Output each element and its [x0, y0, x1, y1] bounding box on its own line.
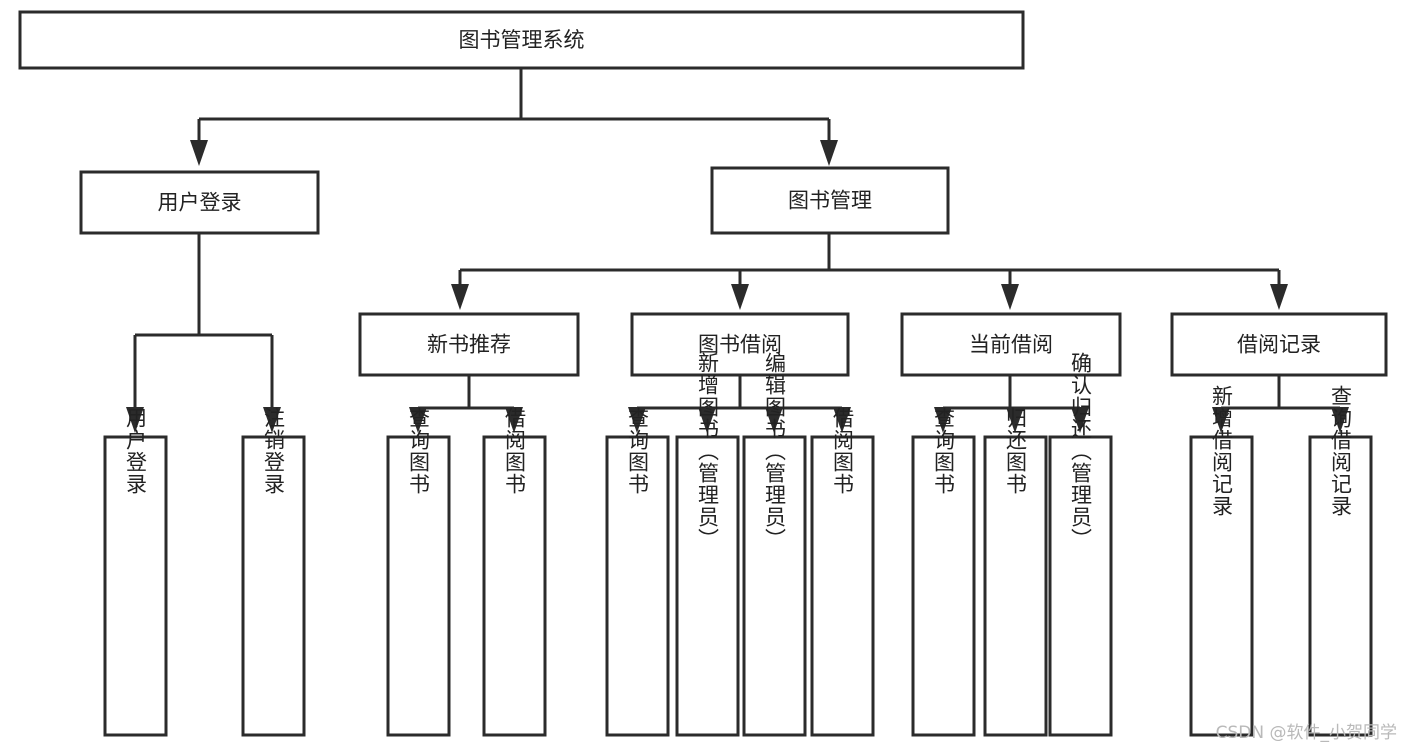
- arrow-head: [934, 407, 952, 433]
- node-label: 查询图书: [407, 407, 431, 495]
- arrow-head: [409, 407, 427, 433]
- node-box[interactable]: [911, 435, 976, 737]
- node-label: 借阅图书: [831, 407, 855, 495]
- node-box[interactable]: [605, 435, 670, 737]
- arrow-head: [126, 407, 144, 433]
- leaf-leaf-logout[interactable]: 注销登录: [241, 407, 306, 737]
- arrow-head: [505, 407, 523, 433]
- node-box[interactable]: [810, 435, 875, 737]
- node-label: 用户登录: [158, 191, 242, 215]
- node-box[interactable]: [1048, 435, 1113, 737]
- node-box[interactable]: [1170, 312, 1388, 377]
- node-box[interactable]: [482, 435, 547, 737]
- node-box[interactable]: [742, 435, 807, 737]
- arrow-head: [1071, 407, 1089, 433]
- node-current-borrow[interactable]: 当前借阅: [900, 312, 1122, 377]
- arrow-head: [731, 284, 749, 310]
- leaf-leaf-user-login[interactable]: 用户登录: [103, 407, 168, 737]
- connector-layer: [126, 68, 1349, 433]
- node-box[interactable]: [900, 312, 1122, 377]
- node-borrow-record[interactable]: 借阅记录: [1170, 312, 1388, 377]
- node-user-login[interactable]: 用户登录: [79, 170, 320, 235]
- node-box[interactable]: [358, 312, 580, 377]
- arrow-head: [833, 407, 851, 433]
- leaf-leaf-query-book-2[interactable]: 查询图书: [605, 407, 670, 737]
- node-label: 用户登录: [124, 407, 148, 495]
- node-label: 当前借阅: [969, 333, 1053, 357]
- node-root[interactable]: 图书管理系统: [18, 10, 1025, 70]
- node-label: 图书管理系统: [459, 28, 585, 52]
- node-box[interactable]: [630, 312, 850, 377]
- node-label: 图书借阅: [698, 333, 782, 357]
- node-new-book-rec[interactable]: 新书推荐: [358, 312, 580, 377]
- node-label: 编辑图书（管理员）: [763, 352, 787, 550]
- leaf-leaf-confirm-return[interactable]: 确认归还（管理员）: [1048, 352, 1113, 737]
- arrow-head: [820, 140, 838, 166]
- node-label: 借阅记录: [1237, 333, 1321, 357]
- leaf-leaf-query-book-3[interactable]: 查询图书: [911, 407, 976, 737]
- node-label: 确认归还（管理员）: [1069, 352, 1093, 550]
- node-label: 图书管理: [788, 189, 872, 213]
- node-book-borrow[interactable]: 图书借阅: [630, 312, 850, 377]
- leaf-leaf-borrow-book-1[interactable]: 借阅图书: [482, 407, 547, 737]
- arrow-head: [765, 407, 783, 433]
- node-label: 注销登录: [262, 407, 286, 495]
- leaf-leaf-query-book-1[interactable]: 查询图书: [386, 407, 451, 737]
- arrow-head: [263, 407, 281, 433]
- node-box[interactable]: [1189, 435, 1254, 737]
- node-box[interactable]: [675, 435, 740, 737]
- arrow-head: [1331, 407, 1349, 433]
- arrow-head: [1270, 284, 1288, 310]
- node-label: 新书推荐: [427, 333, 511, 357]
- node-box[interactable]: [1308, 435, 1373, 737]
- node-label: 查询图书: [626, 407, 650, 495]
- arrow-head: [1001, 284, 1019, 310]
- node-box[interactable]: [79, 170, 320, 235]
- node-label: 新增借阅记录: [1210, 385, 1234, 517]
- leaf-leaf-return-book[interactable]: 归还图书: [983, 407, 1048, 737]
- node-box[interactable]: [241, 435, 306, 737]
- node-box[interactable]: [386, 435, 451, 737]
- leaf-leaf-query-record[interactable]: 查询借阅记录: [1308, 385, 1373, 737]
- node-label: 归还图书: [1004, 407, 1028, 495]
- arrow-head: [451, 284, 469, 310]
- leaf-leaf-borrow-book-2[interactable]: 借阅图书: [810, 407, 875, 737]
- arrow-head: [190, 140, 208, 166]
- leaf-leaf-add-book[interactable]: 新增图书（管理员）: [675, 352, 740, 737]
- node-book-manage[interactable]: 图书管理: [710, 166, 950, 235]
- node-box[interactable]: [710, 166, 950, 235]
- node-label: 借阅图书: [503, 407, 527, 495]
- arrow-head: [698, 407, 716, 433]
- leaf-leaf-edit-book[interactable]: 编辑图书（管理员）: [742, 352, 807, 737]
- node-label: 查询借阅记录: [1329, 385, 1353, 517]
- node-box[interactable]: [983, 435, 1048, 737]
- arrow-head: [1212, 407, 1230, 433]
- node-label: 新增图书（管理员）: [696, 352, 720, 550]
- node-box[interactable]: [18, 10, 1025, 70]
- arrow-head: [628, 407, 646, 433]
- node-label: 查询图书: [932, 407, 956, 495]
- leaf-leaf-add-record[interactable]: 新增借阅记录: [1189, 385, 1254, 737]
- arrow-head: [1006, 407, 1024, 433]
- node-box[interactable]: [103, 435, 168, 737]
